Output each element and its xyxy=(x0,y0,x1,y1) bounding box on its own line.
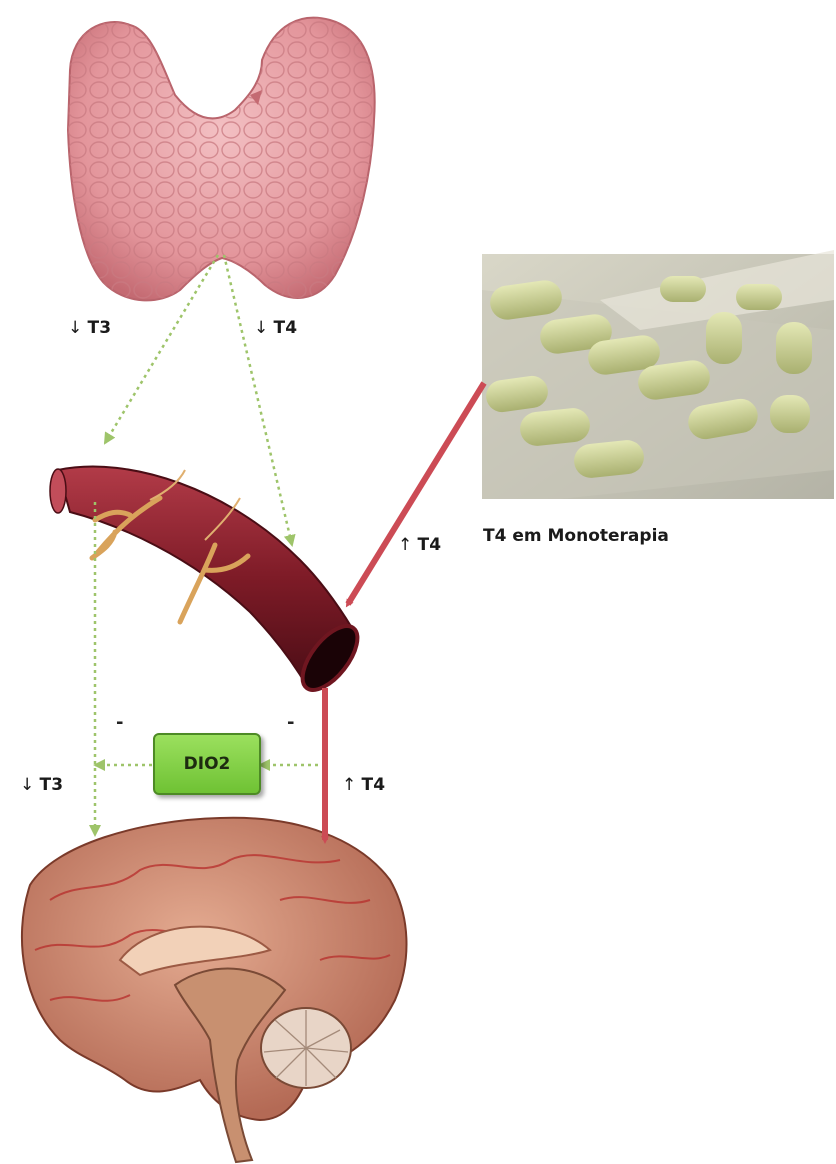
brain-t4-label: ↑T4 xyxy=(342,775,385,795)
brain xyxy=(22,818,407,1162)
red-arrows xyxy=(325,383,484,840)
dio2-box: DIO2 xyxy=(153,733,261,795)
thyroid-gland xyxy=(68,18,375,301)
pills-to-vessel-arrow xyxy=(348,383,484,604)
brain-t3-label: ↓T3 xyxy=(20,775,63,795)
minus-right: - xyxy=(287,712,294,733)
pills-photo xyxy=(482,250,834,499)
pills-caption: T4 em Monoterapia xyxy=(483,526,669,546)
dio2-label: DIO2 xyxy=(184,754,231,774)
thyroid-t4-label: ↓T4 xyxy=(254,318,297,338)
thyroid-to-vessel-t4-arrow xyxy=(224,255,292,545)
thyroid-t3-label: ↓T3 xyxy=(68,318,111,338)
minus-left: - xyxy=(116,712,123,733)
blood-vessel xyxy=(50,467,368,699)
pill-t4-label: ↑T4 xyxy=(398,535,441,555)
